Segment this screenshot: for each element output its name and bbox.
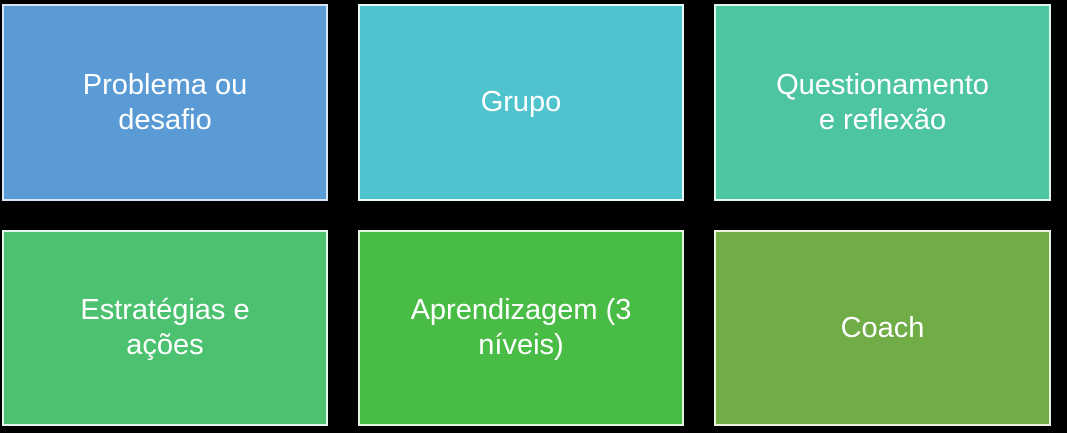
box-label-coach: Coach (840, 311, 925, 344)
box-label-estrategias-e-acoes: Estratégias e ações (80, 294, 250, 361)
box-coach: Coach (714, 230, 1051, 426)
box-label-problema-ou-desafio: Problema ou desafio (82, 68, 248, 136)
box-label-aprendizagem-3-niveis: Aprendizagem (3 níveis) (410, 294, 632, 361)
box-estrategias-e-acoes: Estratégias e ações (2, 230, 328, 426)
box-grupo: Grupo (358, 4, 684, 201)
box-label-questionamento-e-reflexao: Questionamento e reflexão (776, 68, 989, 136)
box-questionamento-e-reflexao: Questionamento e reflexão (714, 4, 1051, 201)
box-label-grupo: Grupo (480, 86, 562, 119)
box-aprendizagem-3-niveis: Aprendizagem (3 níveis) (358, 230, 684, 426)
box-problema-ou-desafio: Problema ou desafio (2, 4, 328, 201)
